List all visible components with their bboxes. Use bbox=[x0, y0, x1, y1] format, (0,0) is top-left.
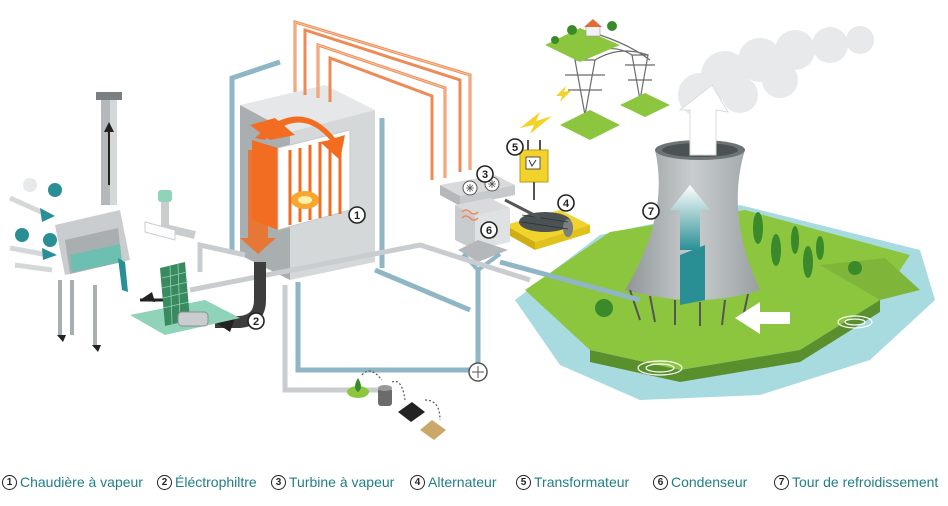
precipitator bbox=[130, 190, 240, 335]
grid-grass bbox=[545, 28, 670, 140]
legend-item-alternator: 4 Alternateur bbox=[410, 474, 496, 490]
legend-label: Condenseur bbox=[671, 474, 748, 490]
boiler bbox=[240, 85, 375, 280]
turbine bbox=[440, 175, 541, 220]
svg-text:7: 7 bbox=[648, 206, 654, 218]
plume-arrow bbox=[678, 84, 729, 156]
svg-text:3: 3 bbox=[482, 169, 488, 181]
legend-label: Transformateur bbox=[534, 474, 630, 490]
pump bbox=[468, 362, 488, 382]
legend-label: Tour de refroidissement bbox=[792, 474, 939, 490]
cold-air-arrow bbox=[735, 302, 790, 334]
svg-text:5: 5 bbox=[512, 142, 518, 154]
marker-4: 4 bbox=[557, 194, 575, 212]
legend-item-precipitator: 2 Éléctrophiltre bbox=[157, 474, 257, 490]
marker-6: 6 bbox=[480, 221, 498, 239]
svg-text:2: 2 bbox=[253, 316, 259, 328]
legend-item-cooling-tower: 7 Tour de refroidissement bbox=[774, 474, 938, 490]
legend-item-turbine: 3 Turbine à vapeur bbox=[271, 474, 394, 490]
steam-pipe-highlights bbox=[294, 21, 471, 178]
trees bbox=[595, 212, 862, 317]
marker-1: 1 bbox=[348, 206, 366, 224]
legend-label: Chaudière à vapeur bbox=[20, 474, 143, 490]
fuel-inputs bbox=[347, 370, 446, 440]
legend-number: 3 bbox=[271, 474, 286, 490]
lightning-bolts bbox=[520, 86, 572, 134]
legend-number: 4 bbox=[410, 474, 425, 490]
tower-updraft-arrow bbox=[670, 185, 710, 250]
marker-7: 7 bbox=[642, 202, 660, 220]
chimney bbox=[96, 92, 122, 205]
svg-text:6: 6 bbox=[486, 225, 492, 237]
input-arrows bbox=[8, 178, 62, 273]
water-pipes bbox=[229, 59, 641, 373]
legend-number: 2 bbox=[157, 474, 172, 490]
legend-label: Turbine à vapeur bbox=[289, 474, 395, 490]
marker-3: 3 bbox=[476, 165, 494, 183]
condenser bbox=[455, 198, 510, 273]
legend-item-transformer: 5 Transformateur bbox=[516, 474, 629, 490]
village bbox=[551, 19, 617, 44]
legend: 1 Chaudière à vapeur 2 Éléctrophiltre 3 … bbox=[0, 474, 948, 500]
cooling-tower bbox=[625, 140, 760, 326]
steam-return-arrow bbox=[255, 116, 345, 160]
legend-number: 7 bbox=[774, 474, 789, 490]
scrubber-unit bbox=[55, 210, 130, 352]
legend-label: Éléctrophiltre bbox=[175, 474, 257, 490]
legend-number: 6 bbox=[653, 474, 668, 490]
diagram-scene: 1 2 3 4 5 6 7 bbox=[8, 19, 935, 440]
legend-item-boiler: 1 Chaudière à vapeur bbox=[2, 474, 143, 490]
marker-2: 2 bbox=[247, 312, 265, 330]
alternator bbox=[505, 210, 590, 250]
legend-number: 1 bbox=[2, 474, 17, 490]
transformer bbox=[519, 140, 549, 200]
svg-text:1: 1 bbox=[354, 210, 360, 222]
legend-number: 5 bbox=[516, 474, 531, 490]
legend-item-condenser: 6 Condenseur bbox=[653, 474, 747, 490]
svg-text:4: 4 bbox=[563, 198, 570, 210]
legend-label: Alternateur bbox=[428, 474, 497, 490]
marker-5: 5 bbox=[506, 138, 524, 156]
water-ripples bbox=[637, 315, 873, 376]
